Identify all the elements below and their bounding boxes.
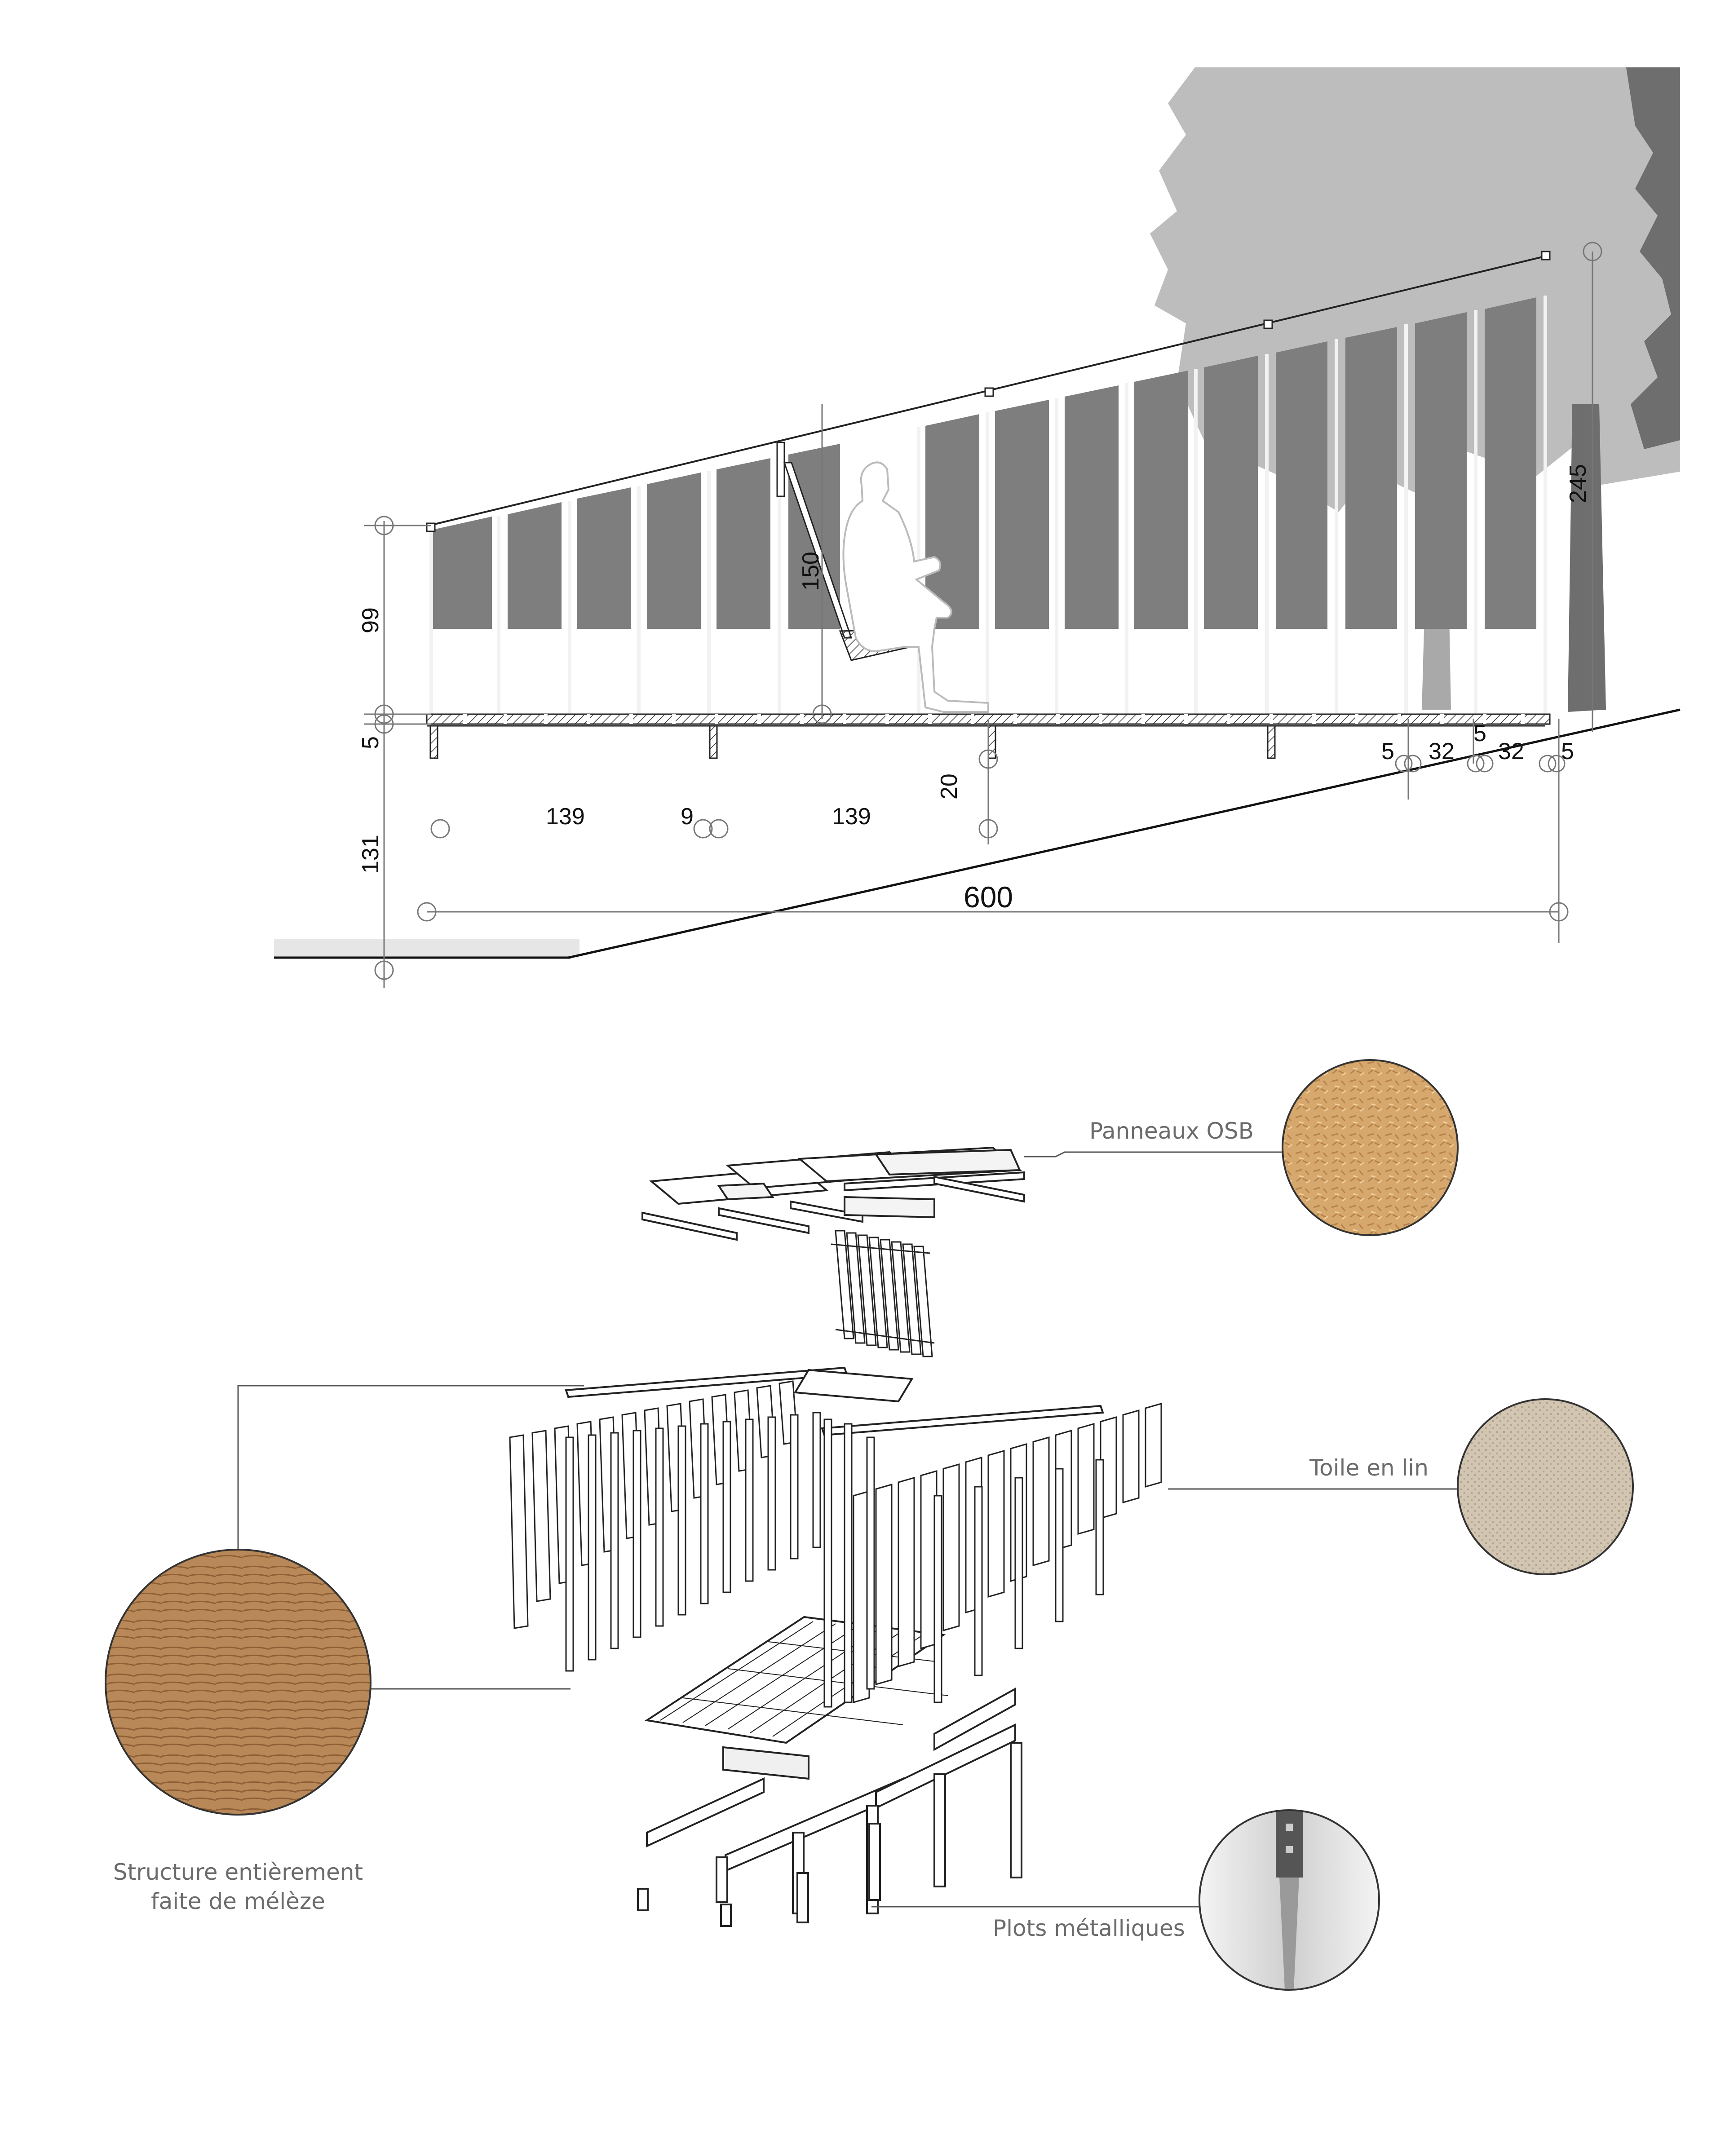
person-silhouette [842,461,989,713]
dim-99: 99 [358,607,384,633]
dim-139-a: 139 [546,804,585,830]
callout-label-structure-line1: Structure entièrement [113,1859,363,1885]
canvas-panel [1204,356,1258,629]
dim-131: 131 [358,835,384,874]
deck-leg [429,725,438,759]
callout-label-osb: Panneaux OSB [1089,1118,1254,1144]
canvas-panel [925,414,979,629]
deck-leg [1267,725,1276,759]
material-swatch-osb [1283,1060,1458,1235]
roof-node [1541,251,1551,261]
canvas-panel [1134,371,1188,629]
canvas-panel [995,400,1049,629]
right-wall-panels [823,1403,1162,1708]
callout-leader-structure [237,1385,584,1550]
dim-5-left: 5 [358,736,384,749]
lower-beams [637,1687,1022,1927]
dim-9: 9 [681,804,694,830]
section-drawing: 99 5 131 150 139 9 139 20 600 245 5 5 32… [274,67,1681,988]
dim-5-mid: 5 [1473,720,1486,747]
deck-leg [709,725,718,759]
canvas-panel [647,473,701,629]
callout-label-plots: Plots métalliques [993,1915,1185,1941]
material-swatch-linen [1458,1399,1633,1574]
tree-trunk [1568,404,1606,712]
callouts: Panneaux OSB Toile en lin Structure enti… [105,1059,1634,1991]
dim-5-right-2: 5 [1561,738,1574,764]
canvas-panel [1415,312,1467,629]
dim-139-b: 139 [832,804,871,830]
canvas-panel [431,517,492,629]
dim-32-b: 32 [1498,738,1524,764]
bench-backrest-post [776,442,785,497]
material-swatch-steel [1199,1810,1379,1990]
ground-slope [568,708,1681,959]
callout-leader-osb [1024,1151,1283,1158]
left-wall-panels [509,1380,821,1672]
material-swatch-larch [106,1550,371,1815]
canvas-panel [577,487,631,629]
ground-path [274,939,579,958]
dim-20: 20 [936,773,962,800]
tree-dark-foliage [1626,67,1680,449]
canvas-panel [1065,385,1119,629]
roof-node [426,522,436,532]
ground [274,708,1681,959]
canvas-panel [508,502,562,629]
upper-rails [565,1366,1104,1436]
posts [429,296,1547,714]
dim-5-right-1: 5 [1381,738,1394,764]
roof-node [1263,319,1273,329]
canvas-panel [1485,297,1536,629]
dim-245: 245 [1565,464,1591,503]
canvas-panel [717,458,770,629]
exploded-axonometric [509,1146,1162,1927]
canvas-panel [1345,327,1397,629]
canvas-panel [1276,341,1327,629]
backrest-slats [831,1230,935,1357]
dim-600: 600 [964,880,1013,914]
dimension-lines [364,242,1602,988]
dimension-labels: 99 5 131 150 139 9 139 20 600 245 5 5 32… [358,464,1591,914]
callout-label-linen: Toile en lin [1309,1455,1429,1481]
dim-32-a: 32 [1429,738,1455,764]
roof-osb-panels [641,1146,1025,1241]
callout-label-structure-line2: faite de mélèze [151,1888,325,1914]
dim-150: 150 [798,552,824,591]
roof-node [984,387,994,397]
canvas-panels [431,297,1536,629]
